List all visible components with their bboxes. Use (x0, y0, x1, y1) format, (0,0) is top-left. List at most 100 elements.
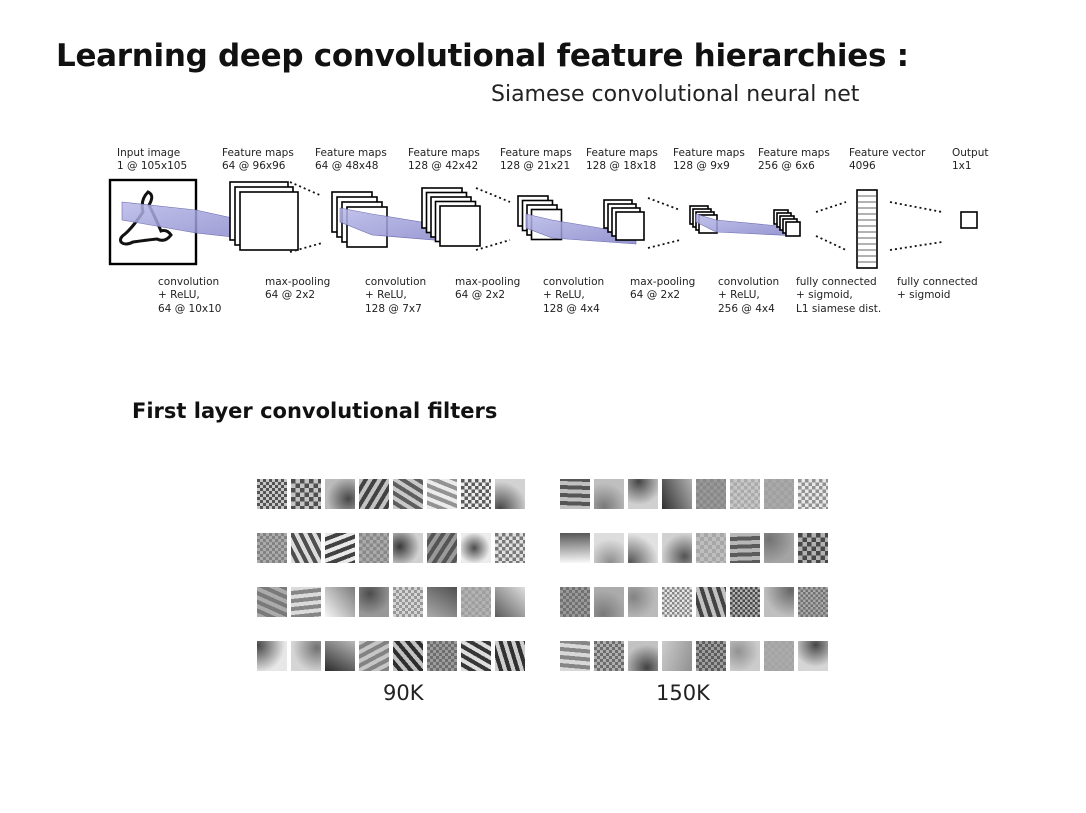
stage-label-shape-1: 64 @ 96x96 (222, 160, 286, 172)
filter-tile (730, 587, 760, 617)
filter-tile (359, 533, 389, 563)
stage-label-shape-6: 128 @ 9x9 (673, 160, 730, 172)
projection-conv3 (525, 213, 637, 245)
filter-tile (291, 587, 321, 617)
filters-section-title: First layer convolutional filters (132, 399, 498, 423)
stage-label-name-7: Feature maps (758, 147, 830, 159)
filter-tile (594, 587, 624, 617)
filter-tile (257, 641, 287, 671)
stage-label-shape-8: 4096 (849, 160, 876, 172)
operation-label-detail2-4: 128 @ 4x4 (543, 303, 600, 315)
filter-tile (730, 641, 760, 671)
stage-label-shape-2: 64 @ 48x48 (315, 160, 378, 172)
filter-tile (257, 533, 287, 563)
feature-maps-64-96-map (239, 191, 299, 251)
filter-tile (495, 641, 525, 671)
filter-grid-label-150k: 150K (656, 681, 710, 705)
filter-tile (291, 533, 321, 563)
feature-maps-128-42-map (439, 205, 481, 247)
filter-tile (764, 533, 794, 563)
filter-tile (325, 587, 355, 617)
filter-tile (628, 479, 658, 509)
filter-tile (764, 587, 794, 617)
filter-tile (628, 641, 658, 671)
filter-tile (291, 641, 321, 671)
filter-tile (461, 641, 491, 671)
filter-grid-label-90k: 90K (383, 681, 424, 705)
filter-tile (325, 533, 355, 563)
slide-title: Learning deep convolutional feature hier… (56, 38, 909, 74)
connector-fc1-bottom (815, 235, 847, 251)
filter-tile (662, 479, 692, 509)
connector-pool1-bottom (289, 242, 323, 253)
filter-tile (257, 587, 287, 617)
operation-label-op-4: convolution (543, 276, 604, 288)
filter-tile (495, 587, 525, 617)
filter-tile (325, 479, 355, 509)
filter-tile (662, 533, 692, 563)
filter-tile (461, 533, 491, 563)
filter-tile (696, 587, 726, 617)
filter-tile (393, 587, 423, 617)
stage-label-name-0: Input image (117, 147, 180, 159)
stage-label-name-1: Feature maps (222, 147, 294, 159)
filter-tile (291, 479, 321, 509)
operation-label-op-3: max-pooling (455, 276, 520, 288)
filter-tile (427, 641, 457, 671)
feature-maps-128-42 (421, 187, 481, 247)
operation-label-detail1-0: + ReLU, (158, 289, 200, 301)
feature-maps-64-96 (229, 181, 299, 251)
feature-vector-frame (856, 189, 878, 269)
operation-label-op-8: fully connected (897, 276, 978, 288)
filter-tile (359, 587, 389, 617)
filter-tile (495, 479, 525, 509)
operation-label-op-5: max-pooling (630, 276, 695, 288)
output-unit (960, 211, 978, 229)
stage-label-name-6: Feature maps (673, 147, 745, 159)
feature-maps-128-18-map (615, 211, 645, 241)
filter-tile (325, 641, 355, 671)
filter-tile (798, 479, 828, 509)
filter-tile (628, 587, 658, 617)
filter-tile (359, 479, 389, 509)
connector-pool3-bottom (647, 239, 681, 249)
filter-tile (594, 533, 624, 563)
filter-tile (798, 533, 828, 563)
filter-tile (461, 479, 491, 509)
stage-label-name-5: Feature maps (586, 147, 658, 159)
operation-label-detail2-2: 128 @ 7x7 (365, 303, 422, 315)
operation-label-op-0: convolution (158, 276, 219, 288)
connector-fc2-top (889, 201, 943, 213)
stage-label-shape-0: 1 @ 105x105 (117, 160, 187, 172)
feature-maps-128-18 (603, 199, 645, 241)
operation-label-op-2: convolution (365, 276, 426, 288)
stage-label-name-2: Feature maps (315, 147, 387, 159)
filter-tile (594, 641, 624, 671)
filter-tile (764, 479, 794, 509)
operation-label-detail2-7: L1 siamese dist. (796, 303, 881, 315)
operation-label-op-1: max-pooling (265, 276, 330, 288)
filter-tile (594, 479, 624, 509)
architecture-layers (108, 178, 978, 269)
filter-tile (662, 587, 692, 617)
stage-label-shape-5: 128 @ 18x18 (586, 160, 656, 172)
filter-tile (764, 641, 794, 671)
filter-tile (730, 479, 760, 509)
stage-label-shape-9: 1x1 (952, 160, 972, 172)
connector-pool3-top (647, 197, 681, 211)
feature-vector-4096 (856, 189, 878, 269)
filter-grid-90k (257, 479, 525, 671)
stage-label-shape-4: 128 @ 21x21 (500, 160, 570, 172)
operation-label-detail1-2: + ReLU, (365, 289, 407, 301)
operation-label-detail1-4: + ReLU, (543, 289, 585, 301)
operation-label-detail1-1: 64 @ 2x2 (265, 289, 315, 301)
filter-tile (427, 587, 457, 617)
stage-label-shape-3: 128 @ 42x42 (408, 160, 478, 172)
stage-label-name-3: Feature maps (408, 147, 480, 159)
filter-tile (393, 533, 423, 563)
feature-maps-256-6 (773, 209, 801, 237)
filter-tile (560, 533, 590, 563)
operation-label-detail1-7: + sigmoid, (796, 289, 853, 301)
filter-tile (461, 587, 491, 617)
